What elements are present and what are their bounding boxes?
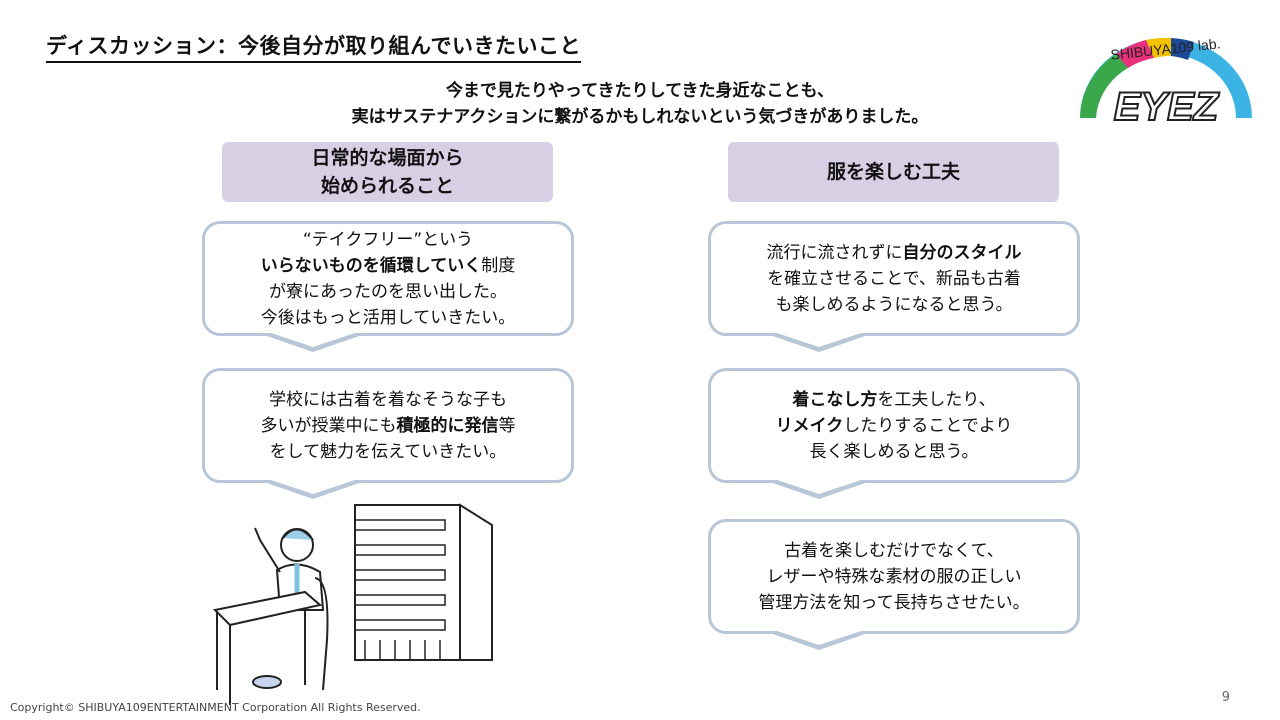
bubble-line: 着こなし方を工夫したり、 bbox=[792, 387, 995, 413]
bubble-text-bold: 自分のスタイル bbox=[902, 242, 1022, 263]
bubble-line: が寮にあったのを思い出した。 bbox=[269, 279, 507, 305]
page-number: 9 bbox=[1221, 690, 1230, 705]
bubble-text-bold: 着こなし方 bbox=[792, 389, 878, 410]
header-line: 始められること bbox=[320, 175, 454, 197]
column-header-daily: 日常的な場面から始められること bbox=[222, 142, 553, 202]
bubble-text: 学校には古着を着なそうな子も bbox=[269, 389, 507, 410]
lead-line: 今まで見たりやってきたりしてきた身近なことも、 bbox=[445, 81, 835, 101]
student-building-illustration bbox=[212, 503, 493, 705]
column-header-fashion: 服を楽しむ工夫 bbox=[728, 142, 1059, 202]
bubble-line: レザーや特殊な素材の服の正しい bbox=[767, 564, 1022, 590]
header-line: 服を楽しむ工夫 bbox=[826, 161, 960, 183]
bubble-line: 多いが授業中にも積極的に発信等 bbox=[261, 413, 516, 439]
bubble-text: レザーや特殊な素材の服の正しい bbox=[766, 566, 1022, 587]
bubble-text: したりすることでより bbox=[843, 415, 1013, 436]
speech-bubble: 着こなし方を工夫したり、リメイクしたりすることでより長く楽しめると思う。 bbox=[708, 368, 1080, 499]
bubble-text-bold: リメイク bbox=[775, 415, 844, 436]
header-line: 日常的な場面から bbox=[311, 147, 464, 169]
bubble-text: を確立させることで、新品も古着 bbox=[767, 268, 1021, 289]
bubble-text: 今後はもっと活用していきたい。 bbox=[260, 307, 516, 328]
speech-bubble: 古着を楽しむだけでなくて、レザーや特殊な素材の服の正しい管理方法を知って長持ちさ… bbox=[708, 519, 1080, 650]
bubble-text: を工夫したり、 bbox=[877, 389, 996, 410]
svg-text:EYEZ: EYEZ bbox=[1114, 85, 1220, 128]
bubble-text: 制度 bbox=[481, 255, 516, 276]
bubble-line: 今後はもっと活用していきたい。 bbox=[261, 305, 516, 331]
bubble-line: も楽しめるようになると思う。 bbox=[776, 292, 1013, 318]
bubble-line: 長く楽しめると思う。 bbox=[810, 439, 979, 465]
bubble-text: をして魅力を伝えていきたい。 bbox=[269, 441, 507, 462]
bubble-text-bold: いらないものを循環していく bbox=[260, 255, 482, 276]
speech-bubble: “テイクフリー”といういらないものを循環していく制度が寮にあったのを思い出した。… bbox=[202, 221, 574, 352]
bubble-line: リメイクしたりすることでより bbox=[776, 413, 1013, 439]
bubble-text: 等 bbox=[498, 415, 516, 436]
bubble-text: 流行に流されずに bbox=[766, 242, 903, 263]
bubble-text: 管理方法を知って長持ちさせたい。 bbox=[758, 592, 1030, 613]
bubble-line: 管理方法を知って長持ちさせたい。 bbox=[758, 590, 1029, 616]
eyez-logo: SHIBUYA109 lab. EYEZ bbox=[1080, 35, 1252, 128]
slide-title: ディスカッション：今後自分が取り組んでいきたいこと bbox=[46, 30, 581, 63]
bubble-line: を確立させることで、新品も古着 bbox=[767, 266, 1021, 292]
speech-bubble: 学校には古着を着なそうな子も多いが授業中にも積極的に発信等をして魅力を伝えていき… bbox=[202, 368, 574, 499]
bubble-line: 流行に流されずに自分のスタイル bbox=[767, 240, 1022, 266]
bubble-text: 長く楽しめると思う。 bbox=[809, 441, 979, 462]
lead-line: 実はサステナアクションに繋がるかもしれないという気づきがありました。 bbox=[351, 107, 929, 127]
bubble-line: をして魅力を伝えていきたい。 bbox=[270, 439, 507, 465]
copyright-footer: Copyright© SHIBUYA109ENTERTAINMENT Corpo… bbox=[10, 701, 421, 714]
bubble-line: いらないものを循環していく制度 bbox=[261, 253, 516, 279]
bubble-text: 古着を楽しむだけでなくて、 bbox=[784, 540, 1004, 561]
speech-bubble: 流行に流されずに自分のスタイルを確立させることで、新品も古着も楽しめるようになる… bbox=[708, 221, 1080, 352]
bubble-text: “テイクフリー”という bbox=[302, 229, 474, 250]
bubble-text-bold: 積極的に発信 bbox=[396, 415, 499, 436]
bubble-line: 学校には古着を着なそうな子も bbox=[269, 387, 507, 413]
bubble-text: も楽しめるようになると思う。 bbox=[775, 294, 1013, 315]
bubble-text: が寮にあったのを思い出した。 bbox=[269, 281, 507, 302]
bubble-line: “テイクフリー”という bbox=[303, 227, 473, 253]
bubble-line: 古着を楽しむだけでなくて、 bbox=[784, 538, 1004, 564]
bubble-text: 多いが授業中にも bbox=[260, 415, 397, 436]
lead-text: 今まで見たりやってきたりしてきた身近なことも、 実はサステナアクションに繋がるか… bbox=[200, 78, 1080, 130]
